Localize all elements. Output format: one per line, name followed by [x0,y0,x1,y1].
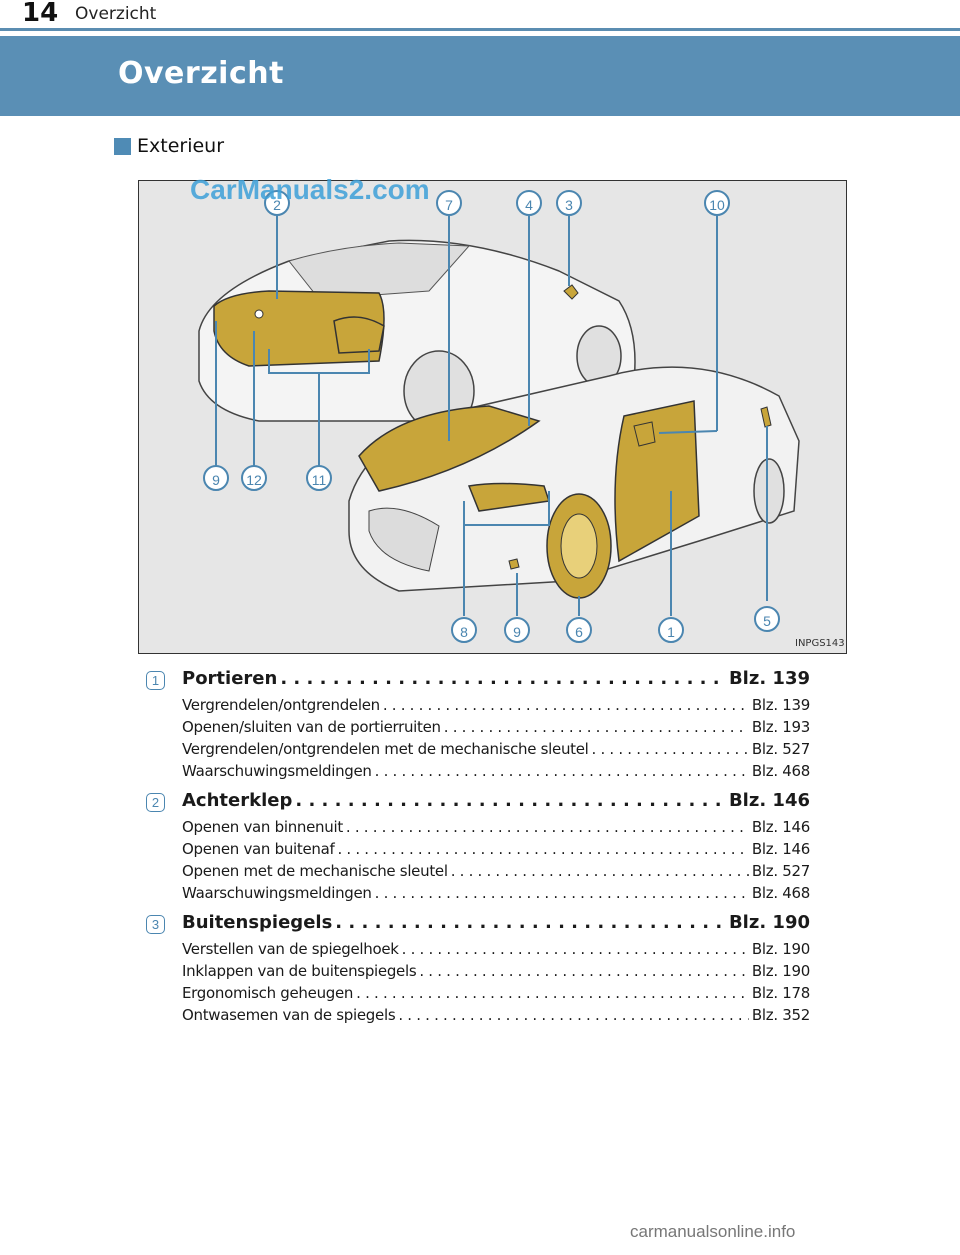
entry-number: 3 [146,915,165,934]
entry-title: Portieren [182,668,278,689]
callout-marker-top-2: 7 [436,190,462,216]
callout-marker-bottom-2: 9 [504,617,530,643]
callout-marker-bottom-3: 6 [566,617,592,643]
leader-dots [383,696,749,714]
item-text: Openen/sluiten van de portierruiten [182,718,441,736]
item-page: Blz. 468 [751,762,810,780]
item-text: Waarschuwingsmeldingen [182,762,372,780]
leader-dots [356,984,749,1002]
callout-marker-top-4: 3 [556,190,582,216]
item-page: Blz. 139 [751,696,810,714]
leader-dots [398,1006,749,1024]
item-page: Blz. 190 [751,962,810,980]
page-number: 14 [22,0,59,28]
leader-dots [419,962,749,980]
item-text: Openen met de mechanische sleutel [182,862,448,880]
leader-dots [451,862,749,880]
entry-item: Openen van buitenaf Blz. 146 [182,840,810,858]
entry-item: Inklappen van de buitenspiegels Blz. 190 [182,962,810,980]
item-page: Blz. 527 [751,862,810,880]
entry-item: Ergonomisch geheugen Blz. 178 [182,984,810,1002]
item-page: Blz. 178 [751,984,810,1002]
entry-item: Ontwasemen van de spiegels Blz. 352 [182,1006,810,1024]
car-illustration [198,216,800,616]
header-rule [0,28,960,31]
footer-watermark: carmanualsonline.info [630,1222,796,1241]
entry-doors: 1 PortierenBlz. 139 Vergrendelen/ontgren… [146,668,816,783]
entry-mirrors: 3 BuitenspiegelsBlz. 190 Verstellen van … [146,912,816,1027]
leader-dots [592,740,749,758]
entry-number: 1 [146,671,165,690]
item-text: Verstellen van de spiegelhoek [182,940,399,958]
item-text: Ergonomisch geheugen [182,984,354,1002]
running-title: Overzicht [75,4,157,24]
callout-marker-top-1: 2 [264,190,290,216]
item-text: Openen van binnenuit [182,818,343,836]
callout-marker-left-3: 11 [306,465,332,491]
leader-dots [375,884,749,902]
figure-code: INPGS143 [795,638,845,649]
callout-marker-top-5: 10 [704,190,730,216]
item-text: Ontwasemen van de spiegels [182,1006,396,1024]
entry-title-line: Achterklep Blz. 146 [182,790,810,811]
entry-page: Blz. 190 [728,912,810,933]
leader-dots [444,718,749,736]
entry-item: Verstellen van de spiegelhoek Blz. 190 [182,940,810,958]
chapter-title: Overzicht [118,56,284,91]
leader-dots [280,668,726,689]
page-header: 14 Overzicht [0,0,960,30]
callout-marker-bottom-4: 1 [658,617,684,643]
entry-item: Waarschuwingsmeldingen Blz. 468 [182,762,810,780]
leader-dots [295,790,726,811]
watermark-logo: CarManuals2.com [190,174,430,205]
leader-dots [346,818,749,836]
item-page: Blz. 527 [751,740,810,758]
leader-dots [375,762,749,780]
entry-title-line: Buitenspiegels Blz. 190 [182,912,810,933]
leader-dots [335,912,726,933]
entry-item: Vergrendelen/ontgrendelen met de mechani… [182,740,810,758]
item-page: Blz. 468 [751,884,810,902]
entry-item: Waarschuwingsmeldingen Blz. 468 [182,884,810,902]
callout-marker-bottom-5: 5 [754,606,780,632]
leader-dots [338,840,749,858]
item-page: Blz. 352 [751,1006,810,1024]
item-page: Blz. 193 [751,718,810,736]
item-text: Waarschuwingsmeldingen [182,884,372,902]
item-page: Blz. 190 [751,940,810,958]
entry-title: Achterklep [182,790,293,811]
callout-marker-left-1: 9 [203,465,229,491]
callout-marker-bottom-1: 8 [451,617,477,643]
callout-marker-left-2: 12 [241,465,267,491]
entry-number: 2 [146,793,165,812]
entry-page: Blz. 139 [728,668,810,689]
item-text: Openen van buitenaf [182,840,335,858]
entry-page: Blz. 146 [728,790,810,811]
section-label: Exterieur [137,135,225,157]
item-page: Blz. 146 [751,818,810,836]
front-car-drawing [348,366,800,599]
entry-tailgate: 2 AchterklepBlz. 146 Openen van binnenui… [146,790,816,905]
entry-title-line: Portieren Blz. 139 [182,668,810,689]
entry-title: Buitenspiegels [182,912,333,933]
entry-item: Openen met de mechanische sleutel Blz. 52… [182,862,810,880]
chapter-banner: Overzicht [0,36,960,116]
square-bullet-icon [114,138,131,155]
item-text: Vergrendelen/ontgrendelen [182,696,380,714]
leader-dots [402,940,749,958]
item-page: Blz. 146 [751,840,810,858]
entry-item: Vergrendelen/ontgrendelen Blz. 139 [182,696,810,714]
entry-item: Openen/sluiten van de portierruiten Blz. … [182,718,810,736]
entry-item: Openen van binnenuit Blz. 146 [182,818,810,836]
item-text: Vergrendelen/ontgrendelen met de mechani… [182,740,589,758]
item-text: Inklappen van de buitenspiegels [182,962,417,980]
callout-marker-top-3: 4 [516,190,542,216]
callout-leader-lines [215,216,768,616]
